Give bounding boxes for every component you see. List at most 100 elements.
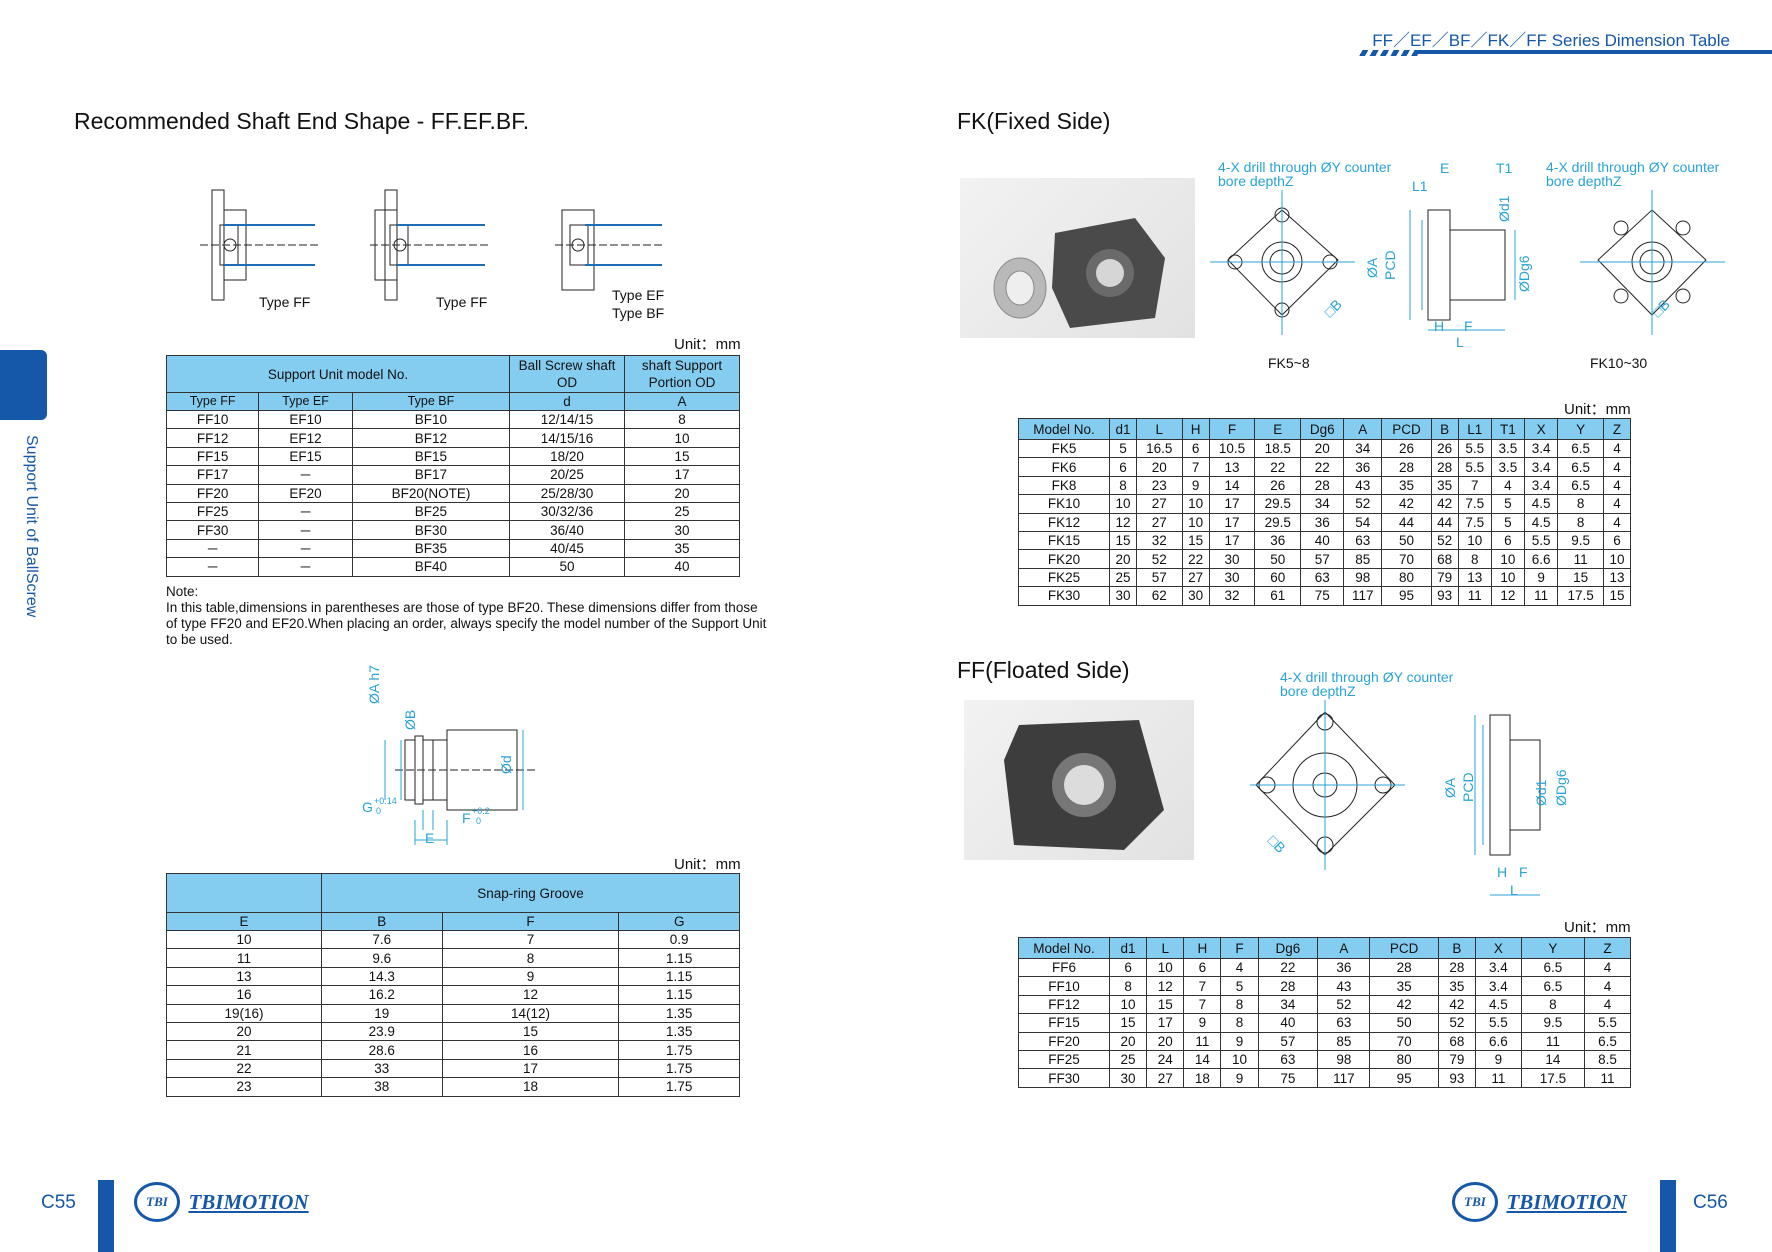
table-cell: 62 bbox=[1135, 586, 1183, 606]
table-cell: 79 bbox=[1430, 567, 1459, 588]
header-title: FF／EF／BF／FK／FF Series Dimension Table bbox=[1372, 31, 1730, 50]
column-header: A bbox=[1317, 937, 1371, 959]
table-cell: 26 bbox=[1430, 438, 1459, 459]
table-cell: 19(16) bbox=[166, 1003, 322, 1023]
table-cell: EF12 bbox=[258, 428, 353, 448]
dim-g: G bbox=[362, 799, 373, 815]
table-cell: 8 bbox=[1457, 549, 1492, 569]
table-cell: 27 bbox=[1146, 1068, 1185, 1088]
header-rule bbox=[1358, 50, 1772, 54]
right-logo-badge: TBI bbox=[1452, 1182, 1498, 1222]
table-cell: 50 bbox=[1381, 530, 1432, 551]
table-cell: 13 bbox=[1602, 567, 1632, 588]
table-cell: BF25 bbox=[351, 501, 511, 522]
column-header: A bbox=[1343, 418, 1383, 440]
table-cell: BF20(NOTE) bbox=[351, 483, 511, 503]
table-cell: 27 bbox=[1135, 494, 1183, 514]
table-cell: 52 bbox=[1343, 494, 1383, 514]
table-cell: 4 bbox=[1602, 438, 1632, 459]
table-cell: 10 bbox=[1220, 1049, 1259, 1070]
th-b: B bbox=[321, 912, 443, 931]
table-cell: 85 bbox=[1317, 1031, 1371, 1051]
table-cell: 10 bbox=[624, 428, 740, 448]
dim-f-tol-up: +0.2 bbox=[472, 806, 490, 816]
fk-caption-2: FK10~30 bbox=[1590, 355, 1648, 371]
table-cell: 12 bbox=[441, 985, 620, 1005]
table-cell: 8.5 bbox=[1584, 1049, 1631, 1070]
table-cell: 3.4 bbox=[1524, 457, 1559, 477]
fk-drill-note-1: 4-X drill through ØY counter bore depthZ bbox=[1218, 159, 1392, 189]
table-cell: 5 bbox=[1109, 438, 1137, 459]
table-cell: 9.5 bbox=[1520, 1013, 1586, 1033]
table-cell: 9 bbox=[1475, 1049, 1522, 1070]
table-cell: FF6 bbox=[1018, 957, 1110, 978]
table-cell: 20 bbox=[1146, 1031, 1185, 1051]
fk-caption-1: FK5~8 bbox=[1268, 355, 1310, 371]
fk-photo bbox=[960, 178, 1195, 338]
table-cell: 9.5 bbox=[1557, 530, 1604, 551]
column-header: Z bbox=[1602, 418, 1632, 440]
th-blank bbox=[166, 873, 322, 913]
table-cell: 14.3 bbox=[321, 966, 443, 987]
table-cell: 26 bbox=[1254, 475, 1302, 496]
table-cell: 98 bbox=[1317, 1049, 1371, 1070]
table-cell: 30 bbox=[624, 520, 740, 540]
right-footer-bar bbox=[1660, 1180, 1676, 1252]
table-cell: 117 bbox=[1343, 586, 1383, 606]
table-cell: 5.5 bbox=[1524, 530, 1559, 551]
table-cell: 10 bbox=[1602, 549, 1632, 569]
table-cell: 11 bbox=[1524, 586, 1559, 606]
label-type-ff-2: Type FF bbox=[436, 294, 488, 310]
table-cell: 42 bbox=[1381, 494, 1432, 514]
right-logo-text: TBIMOTION bbox=[1506, 1190, 1627, 1214]
table-cell: 95 bbox=[1381, 586, 1432, 606]
table-cell: 68 bbox=[1430, 549, 1459, 569]
th-d: d bbox=[509, 392, 625, 411]
table-cell: 20/25 bbox=[509, 465, 625, 485]
table-cell: 117 bbox=[1317, 1068, 1371, 1088]
table-cell: 29.5 bbox=[1254, 494, 1302, 514]
table-cell: 63 bbox=[1317, 1013, 1371, 1033]
table-cell: 6 bbox=[1183, 957, 1222, 978]
table-cell: 15 bbox=[1181, 530, 1210, 551]
table-cell: 29.5 bbox=[1254, 512, 1302, 532]
table-cell: FK5 bbox=[1018, 438, 1110, 459]
table-cell: BF17 bbox=[351, 465, 511, 485]
table-cell: EF10 bbox=[258, 409, 353, 430]
table-cell: 7 bbox=[1181, 457, 1210, 477]
table-cell: 38 bbox=[321, 1077, 443, 1097]
table-cell: 25 bbox=[624, 501, 740, 522]
fk-dim-l: L bbox=[1456, 334, 1464, 350]
table-cell: FK8 bbox=[1018, 475, 1110, 496]
table-cell: 63 bbox=[1343, 530, 1383, 551]
fk-dim-d1: Ød1 bbox=[1496, 195, 1512, 222]
table-cell: 3.4 bbox=[1475, 976, 1522, 996]
table-cell: 85 bbox=[1343, 549, 1383, 569]
fk-dim-h: H bbox=[1434, 318, 1445, 334]
table-cell: 12 bbox=[1490, 586, 1526, 606]
table-cell: 11 bbox=[1557, 549, 1604, 569]
table-cell: 22 bbox=[1254, 457, 1302, 477]
table-cell: 28 bbox=[1381, 457, 1432, 477]
table-cell: 36 bbox=[1300, 512, 1345, 532]
column-header: H bbox=[1181, 418, 1210, 440]
support-unit-table: Support Unit model No. Ball Screw shaft … bbox=[165, 355, 740, 577]
column-header: L bbox=[1135, 418, 1183, 440]
th-a: A bbox=[624, 392, 740, 411]
table-cell: 9 bbox=[1181, 475, 1210, 496]
table-cell: 52 bbox=[1317, 994, 1371, 1015]
table-cell: 34 bbox=[1300, 494, 1345, 514]
table-cell: 14 bbox=[1520, 1049, 1586, 1070]
table-cell: 17.5 bbox=[1520, 1068, 1586, 1088]
table-cell: 43 bbox=[1317, 976, 1371, 996]
table-cell: 36 bbox=[1254, 530, 1302, 551]
table-cell: 15 bbox=[624, 446, 740, 467]
table-cell: BF30 bbox=[351, 520, 511, 540]
table-cell: 5.5 bbox=[1475, 1013, 1522, 1033]
